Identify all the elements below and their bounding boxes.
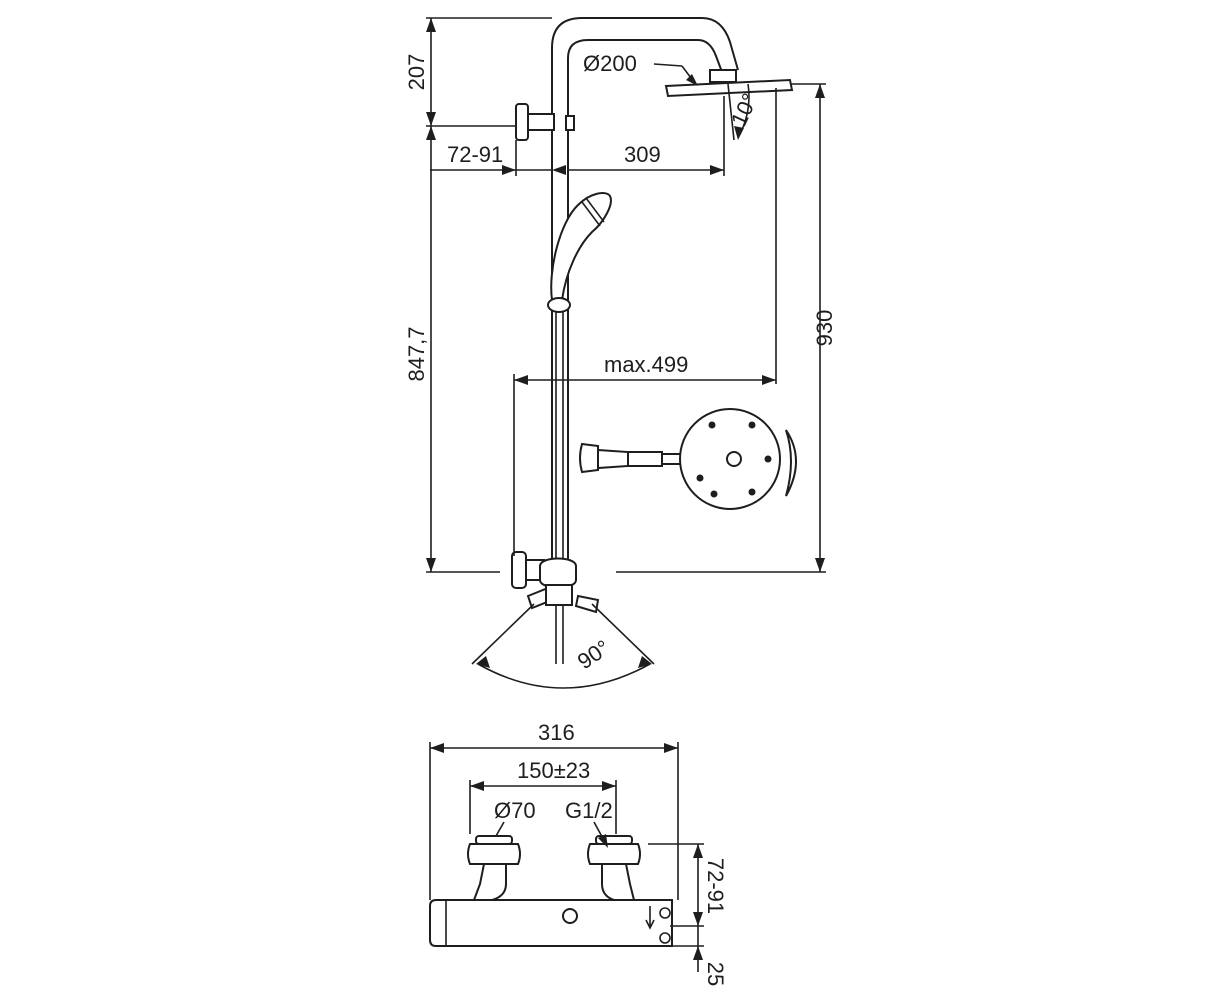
dim-head-tilt-label: 10° — [726, 89, 763, 130]
dim-316: 316 — [429, 720, 679, 900]
shower-column-drawing: 207 72-91 309 Ø200 10 — [404, 17, 837, 689]
dim-bracket-offset: 72-91 — [430, 140, 566, 176]
dim-25: 25 — [672, 926, 728, 986]
dim-mixer-offset-label: 72-91 — [703, 858, 728, 914]
dim-930: 930 — [616, 83, 837, 573]
hand-shower — [547, 192, 612, 313]
dim-25-label: 25 — [703, 962, 728, 986]
dim-207-label: 207 — [404, 54, 429, 91]
mixer-drawing: 316 150±23 Ø70 G1/2 72-91 — [429, 720, 728, 986]
shower-hose — [555, 312, 564, 664]
dim-mixer-offset: 72-91 — [648, 843, 728, 927]
mixer-right-inlet — [587, 835, 641, 901]
dim-309: 309 — [568, 96, 725, 176]
riser-pipe — [551, 17, 739, 568]
dim-max-499-label: max.499 — [604, 352, 688, 377]
dim-bracket-offset-label: 72-91 — [447, 142, 503, 167]
dim-flange-diameter-label: Ø70 — [494, 798, 536, 823]
upper-wall-bracket — [515, 103, 575, 141]
dim-flange-diameter: Ø70 — [494, 798, 536, 837]
mixer-body — [429, 899, 673, 947]
dim-150-23: 150±23 — [469, 758, 617, 834]
dim-150-23-label: 150±23 — [517, 758, 590, 783]
dim-316-label: 316 — [538, 720, 575, 745]
dim-847-7: 847,7 — [404, 126, 500, 573]
dim-309-label: 309 — [624, 142, 661, 167]
dim-swivel-90-label: 90° — [573, 635, 615, 674]
swivel-arm-top-view — [579, 408, 797, 510]
dim-thread-label: G1/2 — [565, 798, 613, 823]
dim-thread: G1/2 — [565, 798, 613, 848]
mixer-left-inlet — [467, 835, 521, 901]
riser-pipe-inner — [567, 39, 723, 568]
dim-head-diameter: Ø200 — [583, 51, 698, 86]
dim-847-7-label: 847,7 — [404, 326, 429, 381]
dim-max-499: max.499 — [513, 88, 777, 556]
dim-207: 207 — [404, 17, 552, 127]
dim-head-diameter-label: Ø200 — [583, 51, 637, 76]
dim-930-label: 930 — [812, 310, 837, 347]
column-mixer — [511, 551, 600, 614]
